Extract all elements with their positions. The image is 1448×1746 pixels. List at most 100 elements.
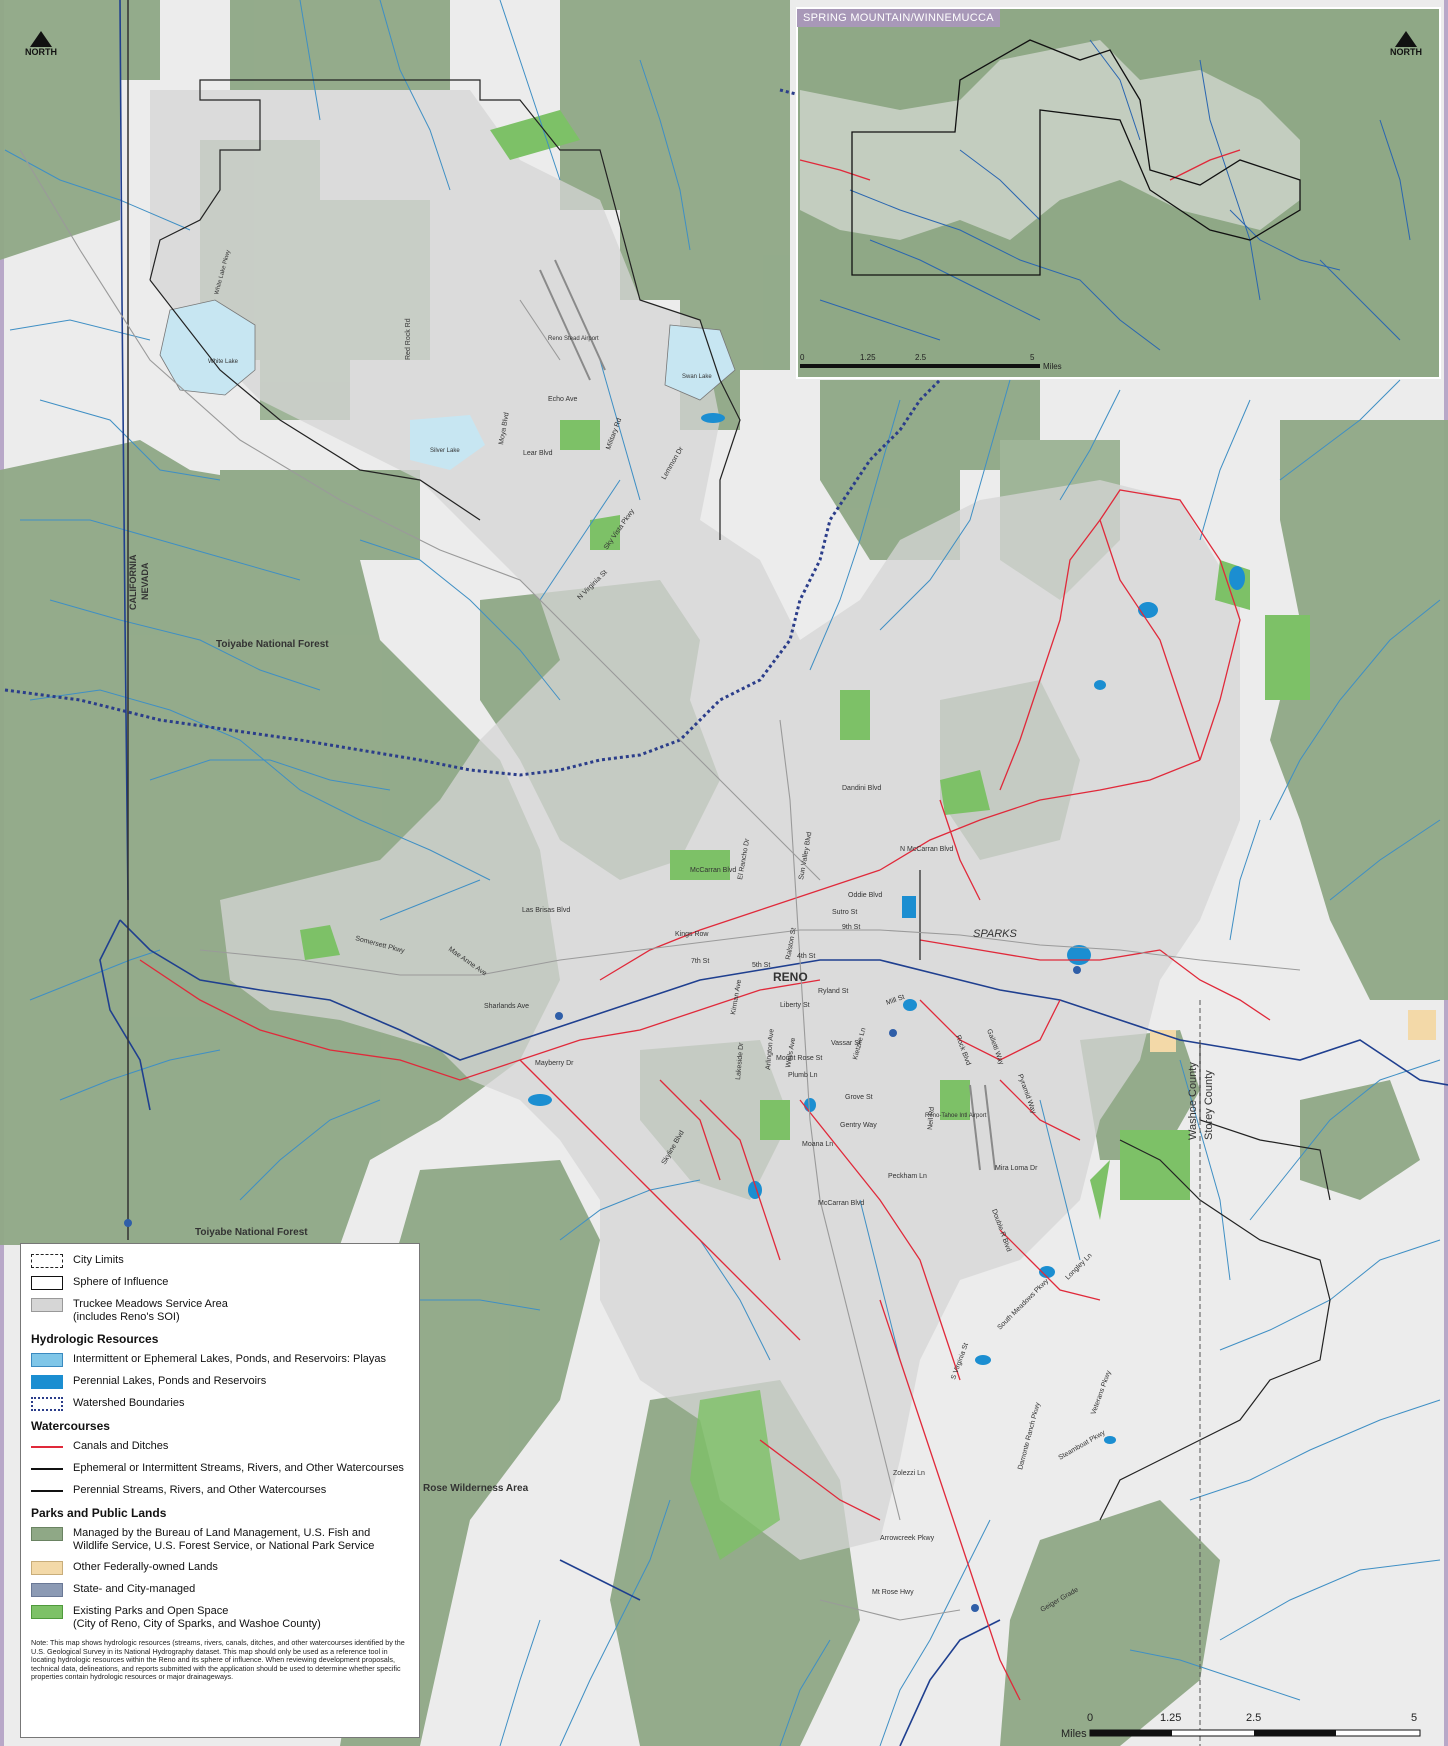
legend-perennial-streams: Perennial Streams, Rivers, and Other Wat… [31,1484,409,1498]
label-swan-lake: Swan Lake [682,374,712,380]
virginia-lake [528,1094,552,1106]
label-reno-stead-airport: Reno Stead Airport [548,336,599,342]
airport-runways [539,259,996,1171]
other-federal-lands [1408,1010,1436,1040]
scale-unit-label: Miles [1061,1728,1087,1740]
inset-scale-0: 0 [800,353,805,362]
label-toiyabe-north: Toiyabe National Forest [216,639,329,650]
legend-label: Intermittent or Ephemeral Lakes, Ponds, … [73,1353,387,1365]
road-label: 4th St [797,953,815,960]
road-label: McCarran Blvd [818,1200,864,1207]
inset-scale-bar [800,364,1040,368]
perennial-lake [701,413,725,423]
scale-label-2: 2.5 [1246,1712,1262,1724]
perennial-lake [1104,1436,1116,1444]
swan-lake-playa [664,324,736,401]
inset-title: SPRING MOUNTAIN/WINNEMUCCA [797,9,1000,27]
road-label: Ryland St [818,988,848,995]
legend-canals: Canals and Ditches [31,1440,409,1454]
label-washoe-county: Washoe County [1187,1062,1199,1140]
inset-scale-1: 1.25 [860,353,876,362]
legend-sphere: Sphere of Influence [31,1276,409,1290]
inset-scale-unit: Miles [1043,362,1062,371]
label-toiyabe-south: Toiyabe National Forest [195,1227,308,1238]
state-city-swatch [31,1583,63,1597]
label-rose-wilderness: Rose Wilderness Area [423,1483,529,1494]
road-label: Arlington Ave [765,1028,776,1070]
perennial-lake [975,1355,991,1365]
label-reno: RENO [773,970,808,984]
roads [19,149,1301,1621]
road-label: Sutro St [832,909,857,916]
label-silver-lake: Silver Lake [430,448,460,454]
road-label: Sharlands Ave [484,1003,529,1010]
legend-heading-hydrologic: Hydrologic Resources [31,1332,159,1346]
road-label: Las Brisas Blvd [522,907,570,914]
north-label: NORTH [1390,47,1422,57]
legend-label: Managed by the Bureau of Land Management… [73,1527,375,1552]
legend-label: Sphere of Influence [73,1276,169,1288]
road-label: Zolezzi Ln [893,1470,925,1477]
road-label: Dandini Blvd [842,785,881,792]
road-label: Neil Rd [927,1107,936,1131]
label-storey-county: Storey County [1203,1070,1215,1140]
city-limits-swatch [31,1254,63,1268]
perennial-lake [902,896,916,918]
ephemeral-streams [4,0,1441,1746]
scale-label-3: 5 [1411,1712,1418,1724]
silver-lake-playa [410,415,485,470]
road-label: Mayberry Dr [535,1060,574,1067]
road-label: Mt Rose Hwy [872,1589,914,1596]
other-federal-lands [1150,1030,1176,1052]
north-label: NORTH [25,47,57,57]
road-label: Red Rock Rd [405,318,412,360]
road-label: Lakeside Dr [735,1042,745,1080]
legend-label: Perennial Streams, Rivers, and Other Wat… [73,1484,327,1496]
legend-label: Canals and Ditches [73,1440,169,1452]
inset-scale-2: 2.5 [915,353,927,362]
road-label: 5th St [752,962,770,969]
label-white-lake: White Lake [208,359,239,365]
canals-and-ditches [139,489,1271,1701]
legend-blm: Managed by the Bureau of Land Management… [31,1527,409,1553]
road-label: Vassar St [831,1040,861,1047]
legend-ephemeral: Ephemeral or Intermittent Streams, River… [31,1462,409,1476]
legend-label: City Limits [73,1254,124,1266]
perennial-lake [1039,1266,1055,1278]
scale-label-0: 0 [1087,1712,1094,1724]
perennial-streams-swatch [31,1484,63,1498]
road-label: Peckham Ln [888,1173,927,1180]
road-label: 7th St [691,958,709,965]
road-label: Grove St [845,1094,873,1101]
legend-label: Perennial Lakes, Ponds and Reservoirs [73,1375,267,1387]
road-label: Plumb Ln [788,1072,818,1079]
road-label: Kings Row [675,931,709,938]
perennial-lake [1229,566,1245,590]
perennial-lake [804,1098,816,1112]
legend-label: Watershed Boundaries [73,1397,185,1409]
road-label: Moana Ln [802,1141,833,1148]
canals-swatch [31,1440,63,1454]
road-label: Oddie Blvd [848,892,882,899]
road-label: Liberty St [780,1002,810,1009]
road-label: Mira Loma Dr [995,1165,1038,1172]
legend-label: Ephemeral or Intermittent Streams, River… [73,1462,404,1474]
legend-label: State- and City-managed [73,1583,196,1595]
scale-label-1: 1.25 [1160,1712,1182,1724]
federal-lands-swatch [31,1527,63,1541]
perennial-streams [99,0,1448,1746]
legend-service-area: Truckee Meadows Service Area (includes R… [31,1298,409,1324]
legend-existing-parks: Existing Parks and Open Space (City of R… [31,1605,409,1631]
watershed-swatch [31,1397,63,1411]
legend-note: Note: This map shows hydrologic resource… [31,1638,405,1682]
legend-state-city: State- and City-managed [31,1583,409,1597]
north-arrow-icon [1395,31,1417,47]
road-label: Lear Blvd [523,450,553,457]
legend-perennial-lakes: Perennial Lakes, Ponds and Reservoirs [31,1375,409,1389]
legend-heading-watercourses: Watercourses [31,1419,110,1433]
service-area-swatch [31,1298,63,1312]
intermittent-swatch [31,1353,63,1367]
other-federal-swatch [31,1561,63,1575]
